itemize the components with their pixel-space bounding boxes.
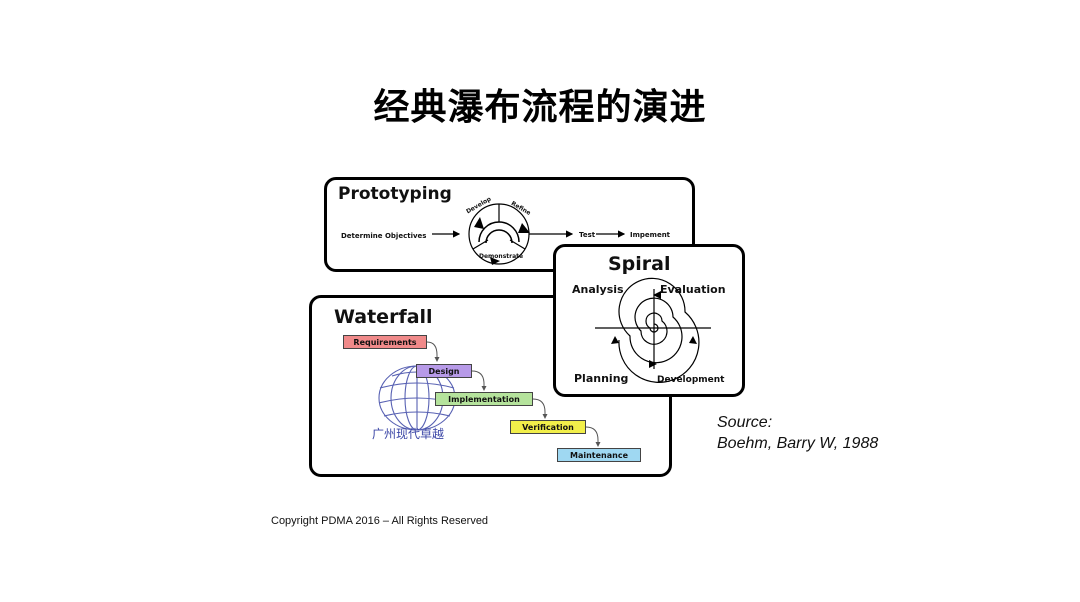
spiral-heading: Spiral bbox=[608, 253, 671, 275]
prototyping-cycle-diagram bbox=[432, 203, 626, 265]
waterfall-step-requirements: Requirements bbox=[343, 335, 427, 349]
waterfall-step-maintenance: Maintenance bbox=[557, 448, 641, 462]
spiral-evaluation-label: Evaluation bbox=[660, 283, 726, 296]
determine-objectives-label: Determine Objectives bbox=[341, 232, 427, 240]
spiral-box: Spiral Analysis Evaluation Planning Deve… bbox=[553, 244, 745, 397]
spiral-analysis-label: Analysis bbox=[572, 283, 624, 296]
spiral-development-label: Development bbox=[657, 375, 725, 385]
source-label: Source: bbox=[717, 414, 773, 431]
copyright-footer: Copyright PDMA 2016 – All Rights Reserve… bbox=[271, 515, 489, 527]
implement-label: Impement bbox=[630, 231, 671, 239]
test-label: Test bbox=[579, 231, 596, 239]
demonstrate-label: Demonstrate bbox=[479, 253, 524, 260]
waterfall-box: Waterfall 广州现代卓越 Requirements Design Imp… bbox=[309, 295, 672, 477]
waterfall-heading: Waterfall bbox=[334, 306, 433, 328]
source-reference: Boehm, Barry W, 1988 bbox=[717, 435, 879, 452]
spiral-diagram bbox=[595, 277, 711, 383]
waterfall-connectors bbox=[426, 341, 601, 447]
prototyping-heading: Prototyping bbox=[338, 184, 452, 204]
prototyping-box: Prototyping Determine Objectives Test Im… bbox=[324, 177, 695, 272]
waterfall-step-design: Design bbox=[416, 364, 472, 378]
waterfall-step-verification: Verification bbox=[510, 420, 586, 434]
waterfall-step-implementation: Implementation bbox=[435, 392, 533, 406]
spiral-planning-label: Planning bbox=[574, 372, 629, 385]
page-title: 经典瀑布流程的演进 bbox=[373, 87, 707, 128]
watermark-text: 广州现代卓越 bbox=[372, 427, 445, 441]
source-citation: Source: Boehm, Barry W, 1988 bbox=[717, 412, 878, 454]
